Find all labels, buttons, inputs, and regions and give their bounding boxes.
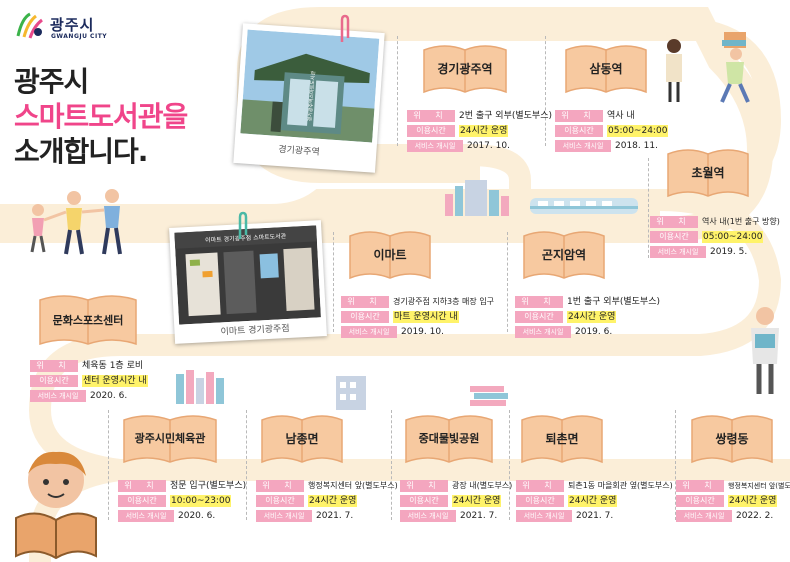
city-name: 광주시 bbox=[50, 16, 95, 34]
reading-people-illustration bbox=[666, 32, 750, 103]
station-hours: 24시간 운영 bbox=[459, 125, 509, 137]
open-book-icon bbox=[349, 231, 431, 280]
elderly-reader-illustration bbox=[751, 307, 779, 394]
station-booth-photo: 경기광주역스마트도서관 bbox=[240, 29, 380, 143]
open-book-icon bbox=[521, 415, 603, 464]
open-book-icon bbox=[423, 45, 507, 94]
photo-caption: 경기광주역 bbox=[277, 144, 320, 158]
station-title-book: 중대물빛공원 bbox=[402, 412, 496, 468]
station-title-book: 문화스포츠센터 bbox=[36, 292, 140, 350]
photo-caption: 이마트 경기광주점 bbox=[220, 323, 290, 338]
station-name: 이마트 bbox=[373, 248, 407, 262]
train-illustration bbox=[530, 198, 638, 214]
title-line-2: 스마트도서관을 bbox=[14, 100, 188, 133]
open-book-icon bbox=[39, 295, 137, 346]
bookshelf-illustration bbox=[176, 370, 224, 404]
title-line-1: 광주시 bbox=[14, 65, 89, 98]
open-book-icon bbox=[405, 415, 493, 464]
open-book-icon bbox=[565, 45, 647, 94]
photo-gyeonggi-gwangju-station: 경기광주역스마트도서관 경기광주역 bbox=[233, 23, 385, 173]
station-name: 쌍령동 bbox=[715, 432, 749, 446]
station-title-book: 경기광주역 bbox=[420, 42, 510, 98]
photo-emart: 이마트 경기광주점 스마트도서관 이마트 경기광주점 bbox=[169, 220, 327, 344]
emart-kiosk-photo: 이마트 경기광주점 스마트도서관 bbox=[174, 225, 321, 325]
station-name: 문화스포츠센터 bbox=[52, 314, 124, 327]
open-book-icon bbox=[523, 231, 605, 280]
books-stack-illustration bbox=[470, 386, 508, 406]
paper-clip-icon bbox=[238, 211, 248, 239]
booth-sign-text: 경기광주역스마트도서관 bbox=[306, 70, 317, 121]
station-location: 2번 출구 외부(별도부스) bbox=[459, 111, 552, 121]
station-name: 중대물빛공원 bbox=[418, 432, 480, 445]
station-name: 곤지암역 bbox=[541, 248, 587, 262]
station-title-book: 남종면 bbox=[258, 412, 346, 468]
station-name: 퇴촌면 bbox=[545, 432, 579, 446]
station-name: 경기광주역 bbox=[437, 62, 493, 76]
station-title-book: 초월역 bbox=[664, 146, 752, 202]
open-book-icon bbox=[667, 149, 749, 198]
station-title-book: 광주시민체육관 bbox=[120, 412, 220, 468]
family-illustration bbox=[30, 189, 122, 255]
city-name-english: GWANGJU CITY bbox=[51, 33, 108, 40]
title-line-3: 소개합니다. bbox=[14, 135, 148, 168]
station-name: 남종면 bbox=[285, 432, 319, 446]
page-title: 광주시 스마트도서관을 소개합니다. bbox=[14, 64, 188, 169]
building-illustration bbox=[336, 376, 366, 410]
station-name: 초월역 bbox=[691, 166, 725, 180]
station-title-book: 이마트 bbox=[346, 228, 434, 284]
station-name: 광주시민체육관 bbox=[134, 432, 206, 445]
station-title-book: 삼동역 bbox=[562, 42, 650, 98]
station-title-book: 쌍령동 bbox=[688, 412, 776, 468]
paper-clip-icon bbox=[340, 14, 350, 42]
boy-with-book-illustration bbox=[15, 451, 97, 560]
station-name: 삼동역 bbox=[589, 62, 623, 76]
open-book-icon bbox=[261, 415, 343, 464]
city-emblem-icon bbox=[16, 12, 43, 39]
station-title-book: 퇴촌면 bbox=[518, 412, 606, 468]
open-book-icon bbox=[691, 415, 773, 464]
open-book-icon bbox=[123, 415, 217, 464]
city-buildings-illustration bbox=[445, 180, 509, 216]
station-title-book: 곤지암역 bbox=[520, 228, 608, 284]
station-started: 2017. 10. bbox=[467, 141, 510, 151]
city-logo: 광주시 GWANGJU CITY bbox=[14, 10, 114, 50]
